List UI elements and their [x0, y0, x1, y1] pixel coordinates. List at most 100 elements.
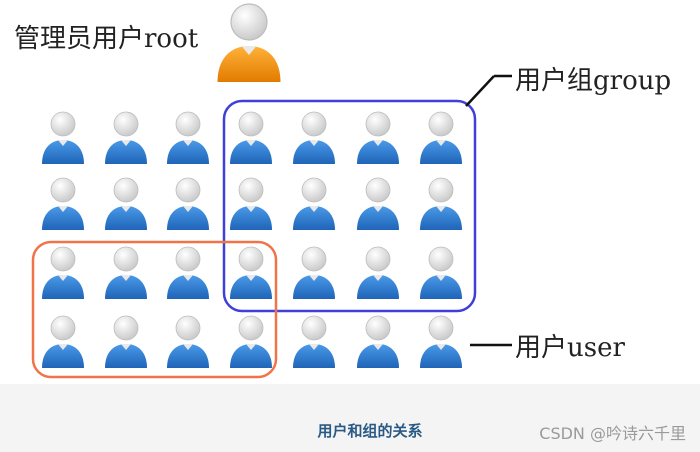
- person-head: [301, 315, 327, 341]
- user-icon: [167, 111, 209, 164]
- person-head: [50, 177, 76, 203]
- person-collar: [436, 344, 446, 350]
- person-head: [365, 111, 391, 137]
- user-icon: [167, 177, 209, 230]
- person-head: [301, 246, 327, 272]
- person-collar: [58, 275, 68, 281]
- person-head: [175, 111, 201, 137]
- diagram-svg: [31, 3, 512, 379]
- user-label: 用户user: [515, 333, 625, 363]
- person-body: [105, 140, 147, 164]
- person-collar: [183, 344, 193, 350]
- person-head: [365, 315, 391, 341]
- person-body: [167, 344, 209, 368]
- person-head: [365, 177, 391, 203]
- person-collar: [309, 344, 319, 350]
- user-icon: [293, 315, 335, 368]
- person-head: [238, 177, 264, 203]
- person-body: [167, 206, 209, 230]
- person-collar: [183, 206, 193, 212]
- person-head: [113, 177, 139, 203]
- person-body: [167, 140, 209, 164]
- person-head: [113, 246, 139, 272]
- person-body: [420, 275, 462, 299]
- user-icon: [230, 177, 272, 230]
- person-collar: [309, 140, 319, 146]
- person-body: [420, 140, 462, 164]
- user-icon: [42, 111, 84, 164]
- user-icon: [230, 315, 272, 368]
- user-icon: [293, 111, 335, 164]
- person-head: [175, 246, 201, 272]
- person-collar: [436, 275, 446, 281]
- person-collar: [183, 275, 193, 281]
- person-collar: [58, 140, 68, 146]
- person-body: [357, 344, 399, 368]
- person-body: [420, 344, 462, 368]
- user-icon: [357, 177, 399, 230]
- person-body: [42, 140, 84, 164]
- user-icon: [357, 315, 399, 368]
- user-icon: [42, 177, 84, 230]
- person-body: [230, 140, 272, 164]
- admin-root-label: 管理员用户root: [14, 24, 199, 54]
- group-connector-line: [465, 75, 495, 107]
- person-head: [113, 315, 139, 341]
- person-head: [301, 177, 327, 203]
- person-body: [420, 206, 462, 230]
- user-icon: [42, 246, 84, 299]
- person-head: [175, 315, 201, 341]
- person-collar: [241, 46, 257, 55]
- person-body: [230, 275, 272, 299]
- user-icon: [293, 246, 335, 299]
- person-body: [230, 344, 272, 368]
- person-collar: [373, 206, 383, 212]
- group-label: 用户组group: [515, 66, 672, 96]
- person-body: [42, 344, 84, 368]
- person-head: [230, 3, 268, 41]
- person-head: [428, 111, 454, 137]
- user-icon: [105, 111, 147, 164]
- person-body: [105, 275, 147, 299]
- users-layer: [42, 111, 462, 368]
- person-head: [50, 111, 76, 137]
- person-body: [217, 46, 281, 82]
- user-icon: [230, 111, 272, 164]
- person-head: [238, 315, 264, 341]
- user-icon: [230, 246, 272, 299]
- user-icon: [357, 111, 399, 164]
- person-body: [42, 275, 84, 299]
- user-icon: [357, 246, 399, 299]
- user-icon: [42, 315, 84, 368]
- person-head: [428, 315, 454, 341]
- person-head: [238, 111, 264, 137]
- diagram-canvas: 管理员用户root 用户组group 用户user: [14, 3, 672, 379]
- person-head: [50, 246, 76, 272]
- person-body: [167, 275, 209, 299]
- person-head: [365, 246, 391, 272]
- person-collar: [373, 140, 383, 146]
- figure-caption: 用户和组的关系: [317, 422, 423, 440]
- user-icon: [420, 246, 462, 299]
- person-collar: [309, 275, 319, 281]
- person-head: [238, 246, 264, 272]
- person-collar: [121, 344, 131, 350]
- group-box: [222, 99, 477, 313]
- user-icon: [420, 111, 462, 164]
- user-icon: [420, 177, 462, 230]
- person-head: [428, 177, 454, 203]
- user-icon: [105, 177, 147, 230]
- admin-icon: [217, 3, 281, 82]
- person-collar: [121, 275, 131, 281]
- user-icon: [105, 246, 147, 299]
- user-icon: [167, 246, 209, 299]
- person-body: [357, 140, 399, 164]
- person-body: [293, 275, 335, 299]
- user-icon: [105, 315, 147, 368]
- admin-layer: [217, 3, 281, 82]
- person-collar: [309, 206, 319, 212]
- person-collar: [183, 140, 193, 146]
- user-icon: [167, 315, 209, 368]
- person-head: [50, 315, 76, 341]
- person-body: [293, 206, 335, 230]
